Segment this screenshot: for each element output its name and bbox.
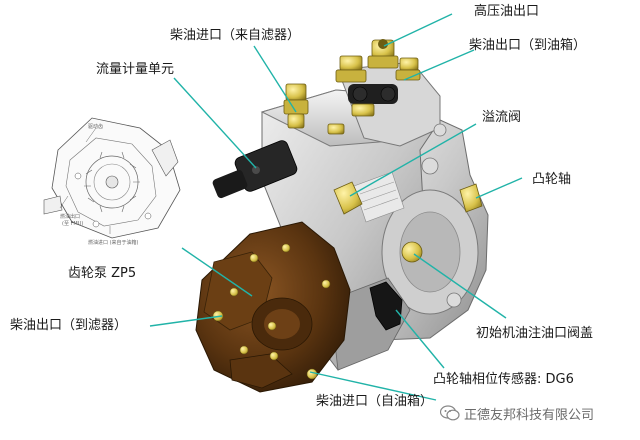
label-overflow-valve: 溢流阀	[482, 110, 522, 125]
label-fuel-outlet-to-filter: 柴油出口（到滤器）	[10, 318, 128, 333]
fuel-outlet-to-tank-fitting	[395, 57, 421, 81]
thumb-label-mid: 燃油出口	[60, 214, 81, 220]
label-fuel-inlet-from-filter: 柴油进口（来自滤器）	[170, 28, 301, 43]
label-priming-valve-cover: 初始机油注油口阀盖	[476, 326, 594, 341]
label-high-pressure-outlet: 高压油出口	[474, 4, 540, 19]
leader-priming-valve-cover	[413, 253, 507, 319]
leader-fuel-outlet-to-tank	[403, 49, 475, 81]
label-fuel-inlet-from-tank: 柴油进口（自油箱）	[316, 394, 434, 409]
leader-fuel-outlet-to-filter	[149, 315, 223, 327]
label-fuel-outlet-to-tank: 柴油出口（到油箱）	[469, 38, 587, 53]
gear-pump-housing	[195, 221, 351, 393]
metering-unit	[212, 140, 298, 199]
watermark-text: 正德友邦科技有限公司	[464, 408, 595, 423]
leader-overflow-valve	[349, 123, 477, 197]
leader-lines	[149, 13, 523, 401]
gear-pump-thumbnail	[43, 117, 181, 239]
cam-position-sensor	[369, 281, 403, 331]
label-gear-pump: 齿轮泵 ZP5	[68, 266, 137, 281]
fuel-inlet-from-filter-fitting	[283, 83, 309, 129]
thumb-label-mid2: (至 FMU)	[62, 221, 84, 227]
top-fittings	[327, 55, 398, 135]
leader-fuel-inlet-from-tank	[309, 371, 437, 401]
label-metering-unit: 流量计量单元	[96, 62, 175, 77]
leader-cam-position-sensor	[395, 309, 445, 369]
high-pressure-outlet-fitting	[367, 39, 399, 69]
wechat-icon	[440, 405, 460, 421]
camshaft-end	[459, 183, 483, 213]
label-cam-position-sensor: 凸轮轴相位传感器: DG6	[433, 372, 574, 387]
label-camshaft: 凸轮轴	[532, 172, 572, 187]
overflow-valve-fitting	[333, 181, 363, 215]
leader-gear-pump	[181, 247, 253, 297]
thumb-label-top: 驱动齿	[88, 124, 104, 130]
priming-valve-cover-fitting	[401, 241, 423, 263]
leader-fuel-inlet-from-filter	[253, 45, 297, 113]
leader-metering-unit	[173, 77, 257, 169]
thumb-label-bot: 燃油进口 (来自于油箱)	[88, 240, 139, 246]
leader-camshaft	[475, 177, 523, 199]
leader-high-pressure-outlet	[383, 13, 453, 47]
